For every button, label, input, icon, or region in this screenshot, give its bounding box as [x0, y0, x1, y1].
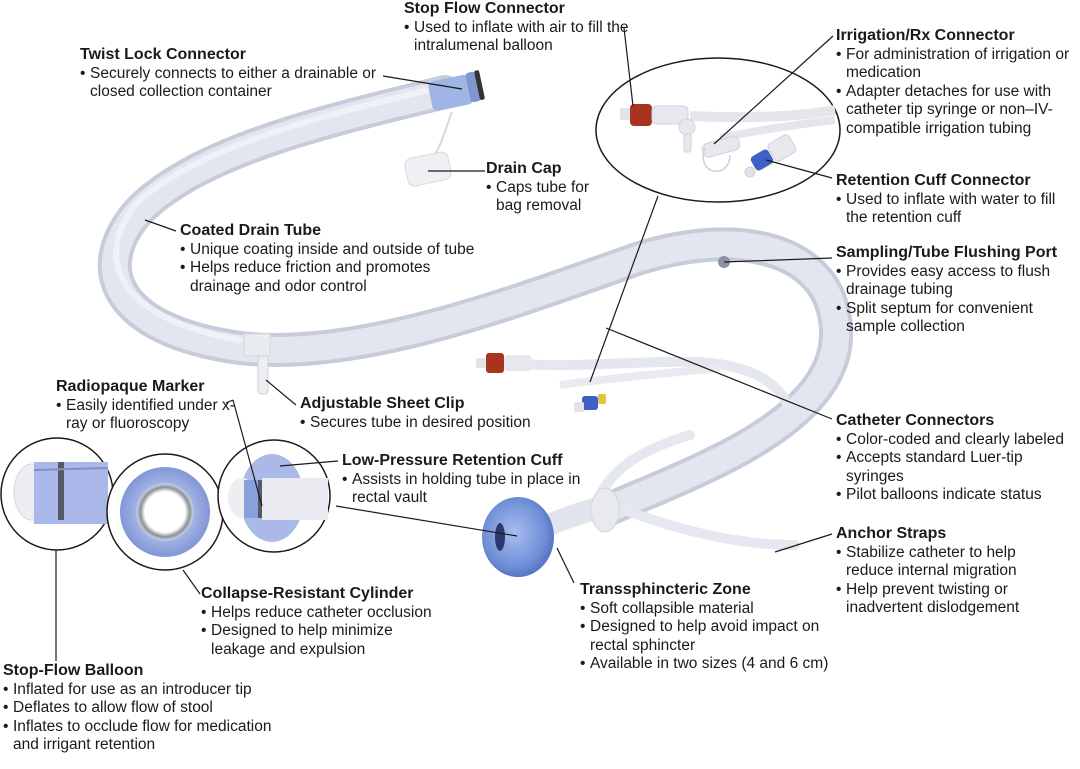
- callout-bullet: Help prevent twisting or inadvertent dis…: [836, 581, 1066, 618]
- callout-bullet: Easily identified under x-ray or fluoros…: [56, 397, 236, 434]
- callout-transsphincteric-zone: Transsphincteric Zone Soft collapsible m…: [580, 581, 855, 674]
- callout-bullet: Secures tube in desired position: [300, 414, 560, 433]
- callout-stop-flow-connector: Stop Flow Connector Used to inflate with…: [404, 0, 654, 56]
- callout-bullet: For administration of irrigation or medi…: [836, 46, 1076, 83]
- callout-bullet: Stabilize catheter to help reduce intern…: [836, 544, 1066, 581]
- callout-bullet: Adapter detaches for use with catheter t…: [836, 83, 1076, 139]
- callout-bullet: Designed to help minimize leakage and ex…: [201, 622, 421, 659]
- callout-drain-cap: Drain Cap Caps tube for bag removal: [486, 160, 616, 216]
- callout-bullet: Color-coded and clearly labeled: [836, 431, 1080, 450]
- callout-title: Twist Lock Connector: [80, 46, 246, 63]
- callout-title: Stop-Flow Balloon: [3, 662, 144, 679]
- coated-drain-tube-shape: [97, 75, 853, 525]
- retention-cuff-shape: [482, 497, 554, 577]
- connectors-inset: [595, 57, 841, 203]
- callout-catheter-connectors: Catheter Connectors Color-coded and clea…: [836, 412, 1080, 505]
- callout-stop-flow-balloon: Stop-Flow Balloon Inflated for use as an…: [3, 662, 283, 755]
- callout-bullet: Helps reduce catheter occlusion: [201, 604, 461, 623]
- callout-retention-cuff-connector: Retention Cuff Connector Used to inflate…: [836, 172, 1066, 228]
- callout-title: Drain Cap: [486, 160, 562, 177]
- callout-bullet: Used to inflate with air to fill the int…: [404, 19, 654, 56]
- callout-title: Transsphincteric Zone: [580, 581, 751, 598]
- callout-irrigation-rx-connector: Irrigation/Rx Connector For administrati…: [836, 27, 1076, 139]
- callout-radiopaque-marker: Radiopaque Marker Easily identified unde…: [56, 378, 236, 434]
- tip-detail-insets: [0, 437, 331, 571]
- callout-bullet: Split septum for convenient sample colle…: [836, 300, 1046, 337]
- callout-bullet: Helps reduce friction and promotes drain…: [180, 259, 480, 296]
- callout-title: Irrigation/Rx Connector: [836, 27, 1015, 44]
- leader-lines: [55, 27, 834, 661]
- catheter-lines-shape: [500, 356, 795, 425]
- callout-bullet: Soft collapsible material: [580, 600, 855, 619]
- callout-sampling-tube-flushing-port: Sampling/Tube Flushing Port Provides eas…: [836, 244, 1076, 337]
- callout-title: Retention Cuff Connector: [836, 172, 1031, 189]
- callout-bullet: Available in two sizes (4 and 6 cm): [580, 655, 855, 674]
- callout-bullet: Deflates to allow flow of stool: [3, 699, 283, 718]
- callout-title: Radiopaque Marker: [56, 378, 205, 395]
- callout-bullet: Accepts standard Luer-tip syringes: [836, 449, 1056, 486]
- callout-title: Catheter Connectors: [836, 412, 995, 429]
- callout-bullet: Assists in holding tube in place in rect…: [342, 471, 592, 508]
- callout-title: Adjustable Sheet Clip: [300, 395, 465, 412]
- callout-title: Coated Drain Tube: [180, 222, 322, 239]
- callout-low-pressure-retention-cuff: Low-Pressure Retention Cuff Assists in h…: [342, 452, 592, 508]
- sheet-clip-shape: [243, 333, 271, 395]
- callout-bullet: Designed to help avoid impact on rectal …: [580, 618, 855, 655]
- callout-bullet: Used to inflate with water to fill the r…: [836, 191, 1066, 228]
- callout-bullet: Unique coating inside and outside of tub…: [180, 241, 520, 260]
- callout-adjustable-sheet-clip: Adjustable Sheet Clip Secures tube in de…: [300, 395, 560, 432]
- callout-bullet: Inflates to occlude flow for medication …: [3, 718, 273, 755]
- catheter-connectors-shape: [476, 353, 606, 412]
- callout-title: Sampling/Tube Flushing Port: [836, 244, 1058, 261]
- callout-anchor-straps: Anchor Straps Stabilize catheter to help…: [836, 525, 1066, 618]
- callout-twist-lock-connector: Twist Lock Connector Securely connects t…: [80, 46, 390, 102]
- callout-collapse-resistant-cylinder: Collapse-Resistant Cylinder Helps reduce…: [201, 585, 461, 659]
- callout-bullet: Securely connects to either a drainable …: [80, 65, 390, 102]
- callout-title: Anchor Straps: [836, 525, 947, 542]
- callout-bullet: Provides easy access to flush drainage t…: [836, 263, 1076, 300]
- callout-title: Low-Pressure Retention Cuff: [342, 452, 563, 469]
- twist-lock-connector-shape: [428, 70, 485, 111]
- callout-bullet: Pilot balloons indicate status: [836, 486, 1080, 505]
- callout-coated-drain-tube: Coated Drain Tube Unique coating inside …: [180, 222, 520, 296]
- callout-title: Stop Flow Connector: [404, 0, 565, 17]
- callout-bullet: Inflated for use as an introducer tip: [3, 681, 283, 700]
- drain-cap-shape: [404, 111, 453, 187]
- callout-title: Collapse-Resistant Cylinder: [201, 585, 414, 602]
- callout-bullet: Caps tube for bag removal: [486, 179, 616, 216]
